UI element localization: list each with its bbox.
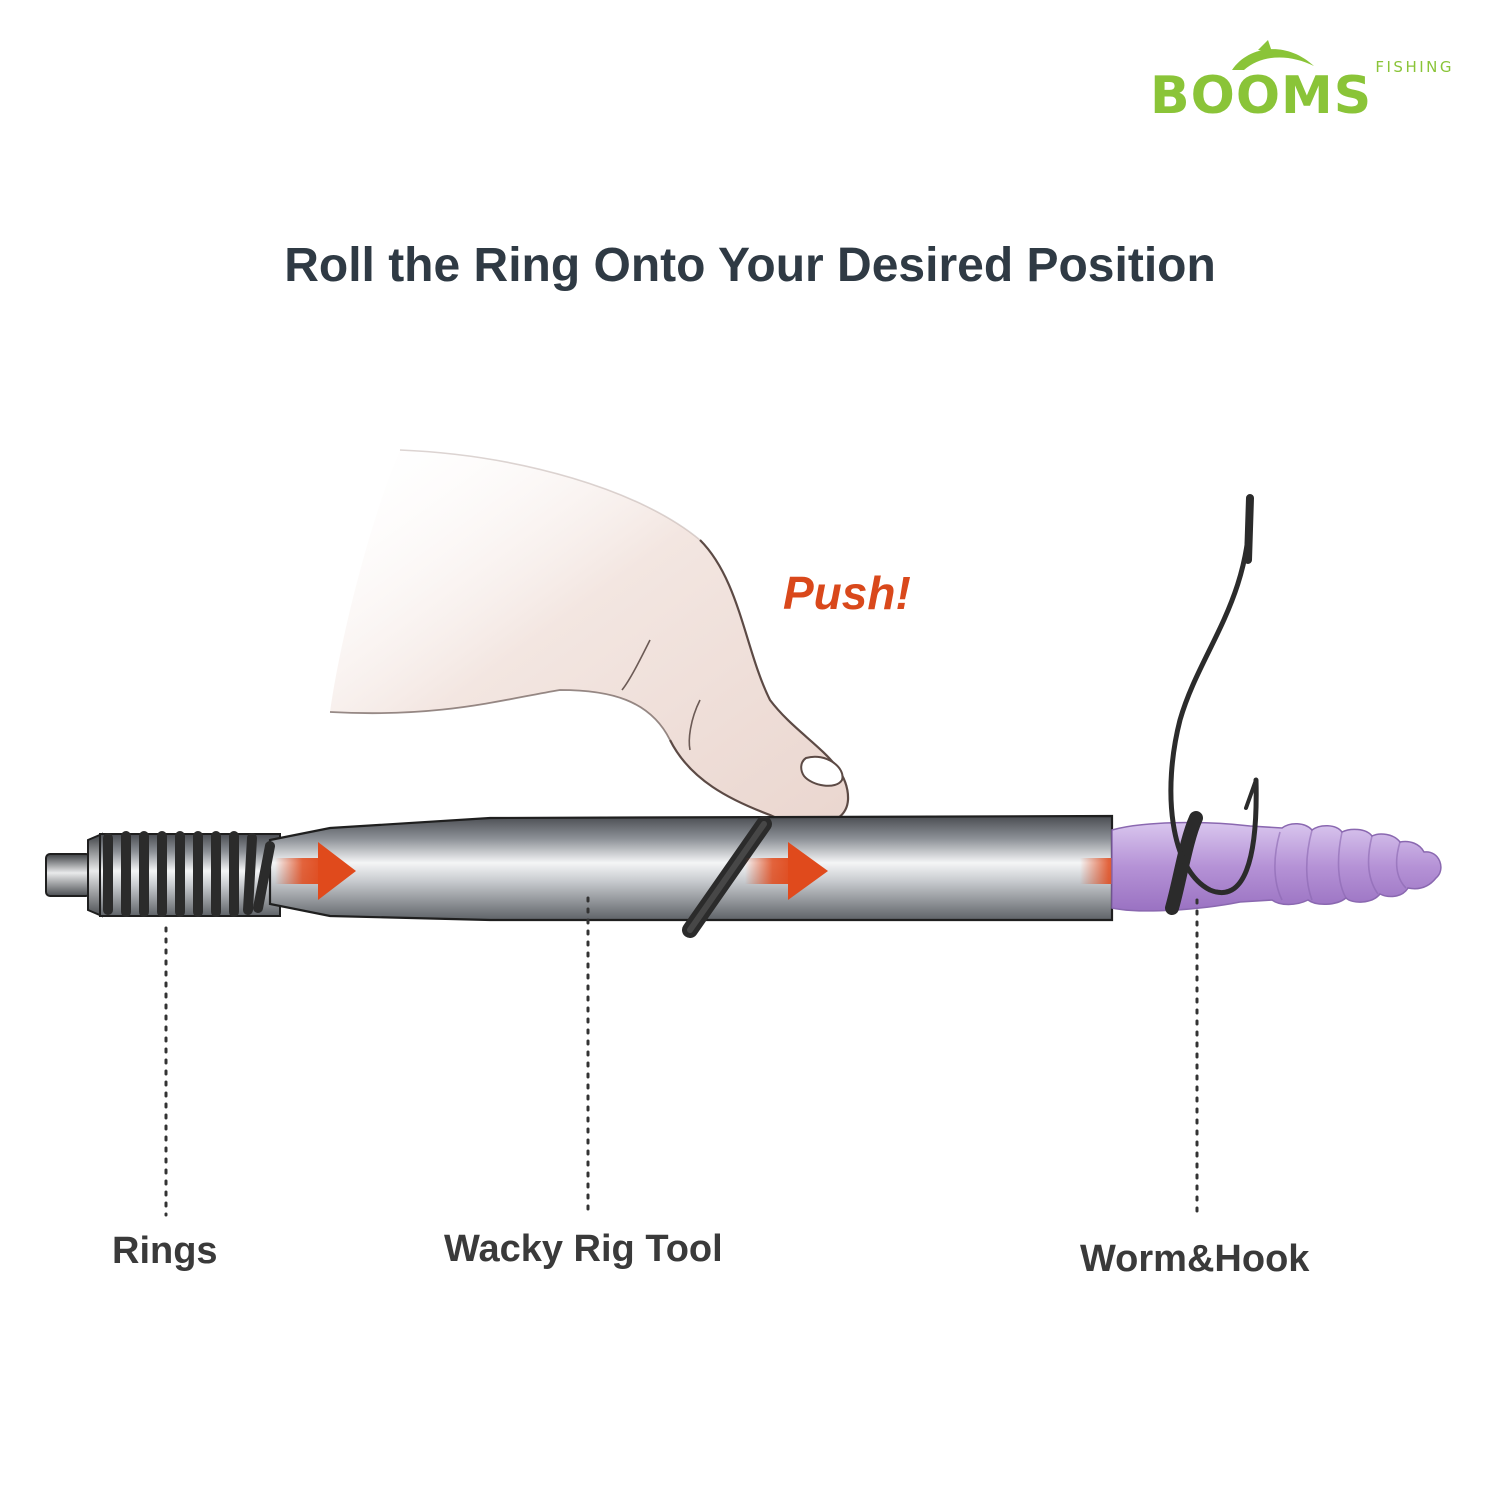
label-worm-hook: Worm&Hook (1080, 1238, 1310, 1280)
wacky-rig-tool (45, 814, 1114, 922)
rings-stack (103, 831, 275, 917)
page-title: Roll the Ring Onto Your Desired Position (284, 239, 1216, 292)
fish-logo-icon (1232, 40, 1314, 70)
logo-subtext: FISHING (1375, 58, 1454, 76)
label-rings: Rings (112, 1230, 218, 1272)
arrow-right-icon (745, 842, 828, 900)
logo-wordmark: BOOMS (1150, 66, 1373, 126)
leader-lines (164, 896, 1199, 1217)
brand-logo: FISHING BOOMS (1150, 40, 1460, 126)
fish-hook-icon (1168, 494, 1259, 895)
finger-illustration (329, 449, 850, 826)
fingernail-icon (800, 755, 844, 787)
push-label: Push! (783, 567, 911, 619)
label-wacky-rig-tool: Wacky Rig Tool (444, 1228, 723, 1270)
worm-bait (1111, 821, 1442, 912)
arrow-right-icon (275, 842, 356, 900)
